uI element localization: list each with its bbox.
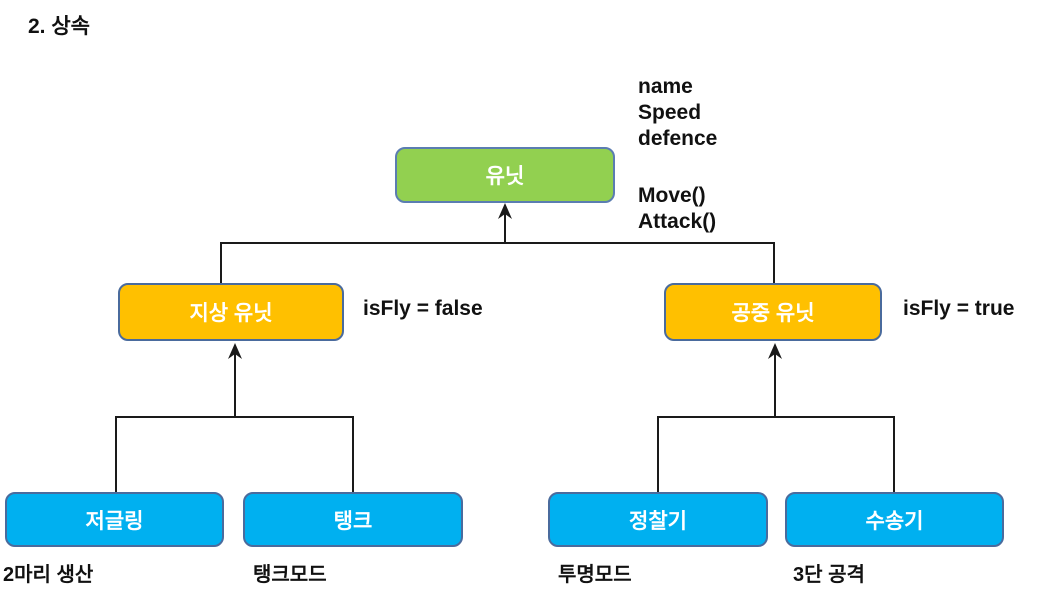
unit-methods-list: Move() Attack() [638, 183, 716, 235]
bracket-top [220, 242, 775, 285]
attribute-speed: Speed [638, 101, 702, 124]
attribute-name: name [638, 75, 693, 98]
class-node-unit-label: 유닛 [485, 165, 525, 188]
isfly-true-note: isFly = true [903, 297, 1015, 320]
class-node-zergling-label: 저글링 [85, 509, 144, 533]
class-node-scout-label: 정찰기 [629, 509, 687, 533]
class-node-tank: 탱크 [243, 492, 463, 547]
class-node-tank-label: 탱크 [333, 509, 373, 533]
caption-tank: 탱크모드 [253, 564, 327, 586]
method-move: Move() [638, 184, 706, 207]
class-node-zergling: 저글링 [5, 492, 224, 547]
caption-scout: 투명모드 [558, 564, 632, 586]
class-node-ground-unit: 지상 유닛 [118, 283, 344, 341]
bracket-right [657, 416, 895, 494]
class-node-air-unit-label: 공중 유닛 [731, 302, 815, 325]
arrow-head-root [498, 203, 512, 219]
arrow-head-ground [228, 343, 242, 359]
unit-attributes-list: name Speed defence [638, 74, 717, 152]
attribute-defence: defence [638, 127, 718, 150]
page-title: 2. 상속 [28, 15, 90, 38]
class-node-transport-label: 수송기 [865, 509, 924, 533]
class-node-transport: 수송기 [785, 492, 1004, 547]
class-node-air-unit: 공중 유닛 [664, 283, 882, 341]
caption-transport: 3단 공격 [793, 564, 865, 586]
caption-zergling: 2마리 생산 [3, 564, 94, 586]
class-node-unit: 유닛 [395, 147, 615, 203]
class-node-scout: 정찰기 [548, 492, 768, 547]
isfly-false-note: isFly = false [363, 297, 483, 320]
arrow-head-air [768, 343, 782, 359]
class-node-ground-unit-label: 지상 유닛 [189, 302, 273, 325]
bracket-left [115, 416, 354, 494]
method-attack: Attack() [638, 210, 717, 233]
